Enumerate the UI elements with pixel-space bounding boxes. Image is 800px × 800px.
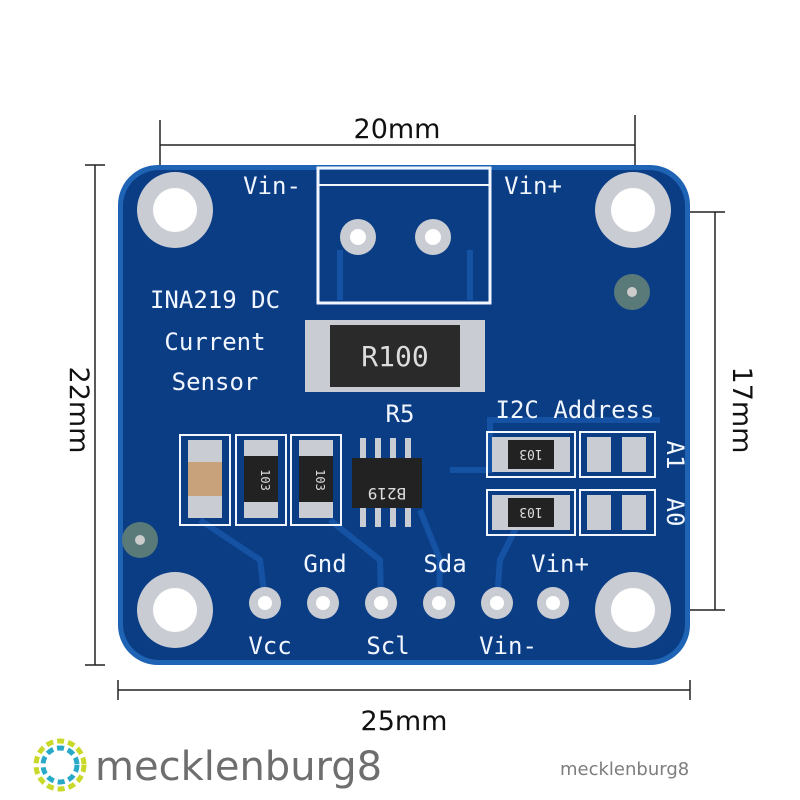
ic-marking: B219 (368, 484, 407, 503)
watermark-logo-icon (33, 738, 87, 792)
shunt-marking: R100 (361, 340, 428, 373)
watermark-text: mecklenburg8 (95, 744, 382, 790)
traces (198, 250, 660, 601)
board-title-line1: INA219 DC (150, 286, 280, 314)
resistor-marking-3: 103 (519, 446, 542, 461)
label-vin-minus-top: Vin- (243, 172, 301, 200)
pin-label-gnd: Gnd (303, 550, 346, 578)
mounting-holes (122, 172, 671, 648)
watermark-text-small: mecklenburg8 (560, 759, 689, 780)
header-pins (249, 587, 569, 619)
pcb-board (123, 170, 685, 660)
dimension-top-label: 20mm (354, 114, 441, 145)
dimension-bottom (117, 680, 691, 700)
pin-label-sda: Sda (423, 550, 466, 578)
i2c-address-label: I2C Address (496, 396, 655, 424)
screw-terminal (316, 166, 492, 305)
label-vin-plus-top: Vin+ (504, 172, 562, 200)
dimension-left-label: 22mm (63, 367, 94, 454)
shunt-ref-label: R5 (386, 400, 415, 428)
pin-label-vin-minus: Vin- (479, 632, 537, 660)
dimension-right-label: 17mm (726, 367, 757, 454)
address-a0-label: A0 (661, 498, 689, 527)
ina219-chip (352, 438, 422, 527)
board-title-line2: Current (164, 328, 265, 356)
shunt-resistor (305, 320, 485, 392)
resistor-marking-2: 103 (313, 469, 327, 491)
resistor-marking-1: 103 (258, 469, 272, 491)
pin-label-vin-plus: Vin+ (531, 550, 589, 578)
smd-components (179, 431, 656, 536)
pin-label-scl: Scl (366, 632, 409, 660)
dimension-left (85, 164, 105, 666)
dimension-bottom-label: 25mm (361, 706, 448, 737)
address-a1-label: A1 (661, 441, 689, 470)
pin-label-vcc: Vcc (248, 632, 291, 660)
board-title-line3: Sensor (172, 368, 259, 396)
resistor-marking-4: 103 (519, 504, 542, 519)
